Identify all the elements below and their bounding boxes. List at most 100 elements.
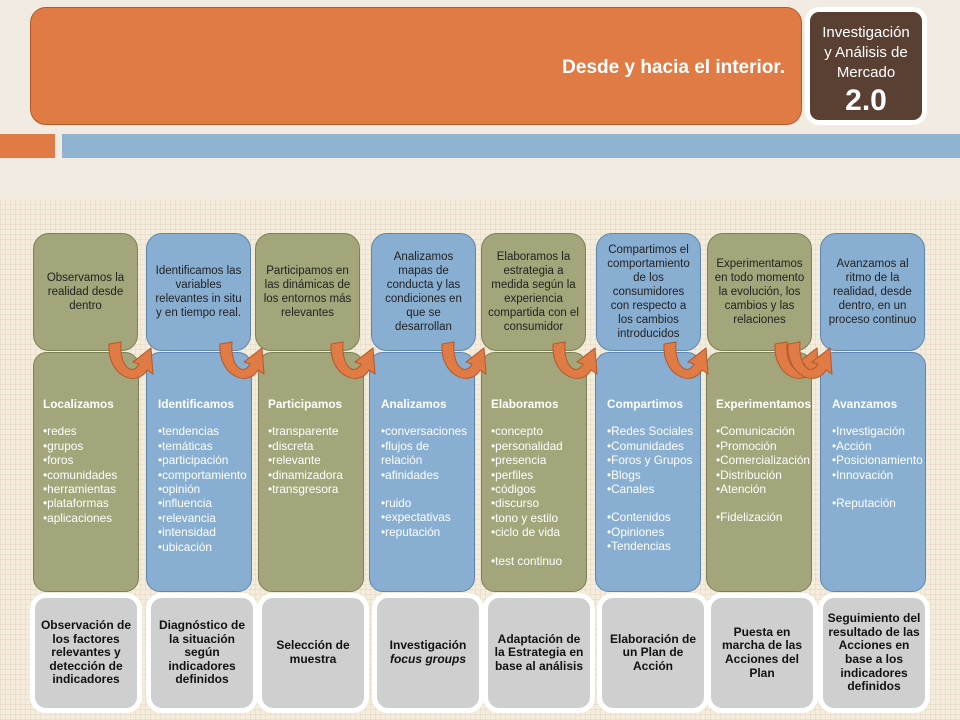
- detail-box-5: Elaboramos conceptopersonalidadpresenciap…: [481, 352, 587, 592]
- list-item: expectativas: [381, 510, 470, 524]
- top-box-text: Compartimos el comportamiento de los con…: [607, 244, 690, 340]
- detail-list: Redes SocialesComunidadesForos y GruposB…: [607, 424, 696, 553]
- accent-strip-blue: [62, 134, 960, 158]
- top-box-1: Observamos la realidad desde dentro: [33, 233, 138, 351]
- result-box-7: Puesta en marcha de las Acciones del Pla…: [706, 593, 818, 713]
- list-gap: [381, 482, 470, 496]
- list-item: foros: [43, 453, 134, 467]
- list-item: reputación: [381, 525, 470, 539]
- result-box-5: Adaptación de la Estrategia en base al a…: [483, 593, 595, 713]
- detail-title: Identificamos: [158, 397, 235, 411]
- detail-list: tendenciastemáticasparticipacióncomporta…: [158, 424, 247, 554]
- top-box-2: Identificamos las variables relevantes i…: [146, 233, 251, 351]
- top-box-text: Elaboramos la estrategia a medida según …: [488, 251, 579, 333]
- list-item: discreta: [268, 439, 359, 453]
- curved-arrow-icon: [663, 341, 709, 379]
- curved-arrow-icon: [219, 341, 265, 379]
- detail-box-1: Localizamosredesgruposforoscomunidadeshe…: [33, 352, 139, 592]
- list-item: Foros y Grupos: [607, 453, 696, 467]
- top-box-5: Elaboramos la estrategia a medida según …: [481, 233, 586, 351]
- detail-list: conceptopersonalidadpresenciaperfilescód…: [491, 424, 582, 568]
- detail-list: InvestigaciónAcciónPosicionamientoInnova…: [832, 424, 923, 510]
- badge-line-2: y Análisis de: [824, 44, 908, 61]
- top-box-text: Observamos la realidad desde dentro: [46, 272, 125, 312]
- list-item: Reputación: [832, 496, 921, 510]
- list-item: discurso: [491, 496, 582, 510]
- top-box-6: Compartimos el comportamiento de los con…: [596, 233, 701, 351]
- list-item: Acción: [832, 439, 921, 453]
- detail-list: ComunicaciónPromociónComercializaciónDis…: [716, 424, 810, 524]
- list-item: influencia: [158, 496, 247, 510]
- list-item: Canales: [607, 482, 696, 496]
- list-item: plataformas: [43, 496, 134, 510]
- list-item: Comunidades: [607, 439, 696, 453]
- list-gap: [716, 496, 807, 510]
- list-item: participación: [158, 453, 247, 467]
- detail-box-4: Analizamosconversacionesflujos de relaci…: [369, 352, 475, 592]
- list-item: Blogs: [607, 468, 696, 482]
- result-text: Selección de muestra: [276, 638, 350, 666]
- detail-list: redesgruposforoscomunidadesherramientasp…: [43, 424, 134, 525]
- list-item: intensidad: [158, 525, 247, 539]
- list-gap: [491, 540, 582, 554]
- list-item: personalidad: [491, 439, 582, 453]
- detail-title: Compartimos: [607, 397, 684, 411]
- list-item: ruido: [381, 496, 470, 510]
- top-box-3: Participamos en las dinámicas de los ent…: [255, 233, 360, 351]
- list-item: transgresora: [268, 482, 359, 496]
- list-item: Investigación: [832, 424, 921, 438]
- top-box-text: Avanzamos al ritmo de la realidad, desde…: [828, 258, 917, 326]
- top-box-7: Experimentamos en todo momento la evoluc…: [707, 233, 812, 351]
- detail-title: Avanzamos: [832, 397, 898, 411]
- list-item: códigos: [491, 482, 582, 496]
- result-text: Elaboración de un Plan de Acción: [609, 631, 697, 673]
- top-box-8: Avanzamos al ritmo de la realidad, desde…: [820, 233, 925, 351]
- result-text: Observación de los factores relevantes y…: [40, 618, 132, 687]
- list-item: comportamiento: [158, 468, 247, 482]
- list-item: Opiniones: [607, 525, 696, 539]
- list-item: conversaciones: [381, 424, 470, 438]
- top-box-text: Experimentamos en todo momento la evoluc…: [714, 258, 805, 326]
- badge-version: 2.0: [845, 84, 887, 117]
- detail-title: Experimentamos: [716, 397, 812, 411]
- list-item: opinión: [158, 482, 247, 496]
- result-box-8: Seguimiento del resultado de las Accione…: [818, 593, 930, 713]
- list-item: perfiles: [491, 468, 582, 482]
- list-item: ciclo de vida: [491, 525, 582, 539]
- detail-list: transparentediscretarelevantedinamizador…: [268, 424, 359, 496]
- list-item: Atención: [716, 482, 807, 496]
- result-box-4: Investigación focus groups: [372, 593, 484, 713]
- list-item: Posicionamiento: [832, 453, 923, 467]
- result-box-2: Diagnóstico de la situación según indica…: [146, 593, 258, 713]
- detail-box-8: AvanzamosInvestigaciónAcciónPosicionamie…: [820, 352, 926, 592]
- list-item: tono y estilo: [491, 511, 582, 525]
- curved-arrow-icon: [441, 341, 487, 379]
- accent-strip-orange: [0, 134, 55, 158]
- list-item: relevante: [268, 453, 359, 467]
- curved-arrow-icon: [330, 341, 376, 379]
- detail-box-6: CompartimosRedes SocialesComunidadesForo…: [595, 352, 701, 592]
- list-item: Contenidos: [607, 510, 696, 524]
- result-text: Puesta en marcha de las Acciones del Pla…: [721, 624, 803, 680]
- result-box-6: Elaboración de un Plan de Acción: [597, 593, 709, 713]
- list-item: dinamizadora: [268, 468, 359, 482]
- detail-title: Elaboramos: [491, 397, 559, 411]
- detail-title: Analizamos: [381, 397, 447, 411]
- result-text: Investigación focus groups: [381, 639, 475, 666]
- detail-box-7: ExperimentamosComunicaciónPromociónComer…: [706, 352, 812, 592]
- list-item: grupos: [43, 439, 134, 453]
- detail-box-3: Participamos transparentediscretarelevant…: [258, 352, 364, 592]
- list-item: concepto: [491, 424, 582, 438]
- result-box-3: Selección de muestra: [257, 593, 369, 713]
- badge-line-3: Mercado: [836, 64, 896, 81]
- list-gap: [832, 482, 921, 496]
- detail-title: Participamos: [268, 397, 343, 411]
- list-item: Comercialización: [716, 453, 810, 467]
- badge-line-1: Investigación: [822, 24, 910, 41]
- list-item: comunidades: [43, 468, 134, 482]
- list-item: presencia: [491, 453, 582, 467]
- top-box-text: Participamos en las dinámicas de los ent…: [263, 265, 352, 319]
- list-item: Fidelización: [716, 510, 807, 524]
- banner-title: Desde y hacia el interior.: [562, 57, 785, 78]
- result-text: Seguimiento del resultado de las Accione…: [827, 611, 921, 694]
